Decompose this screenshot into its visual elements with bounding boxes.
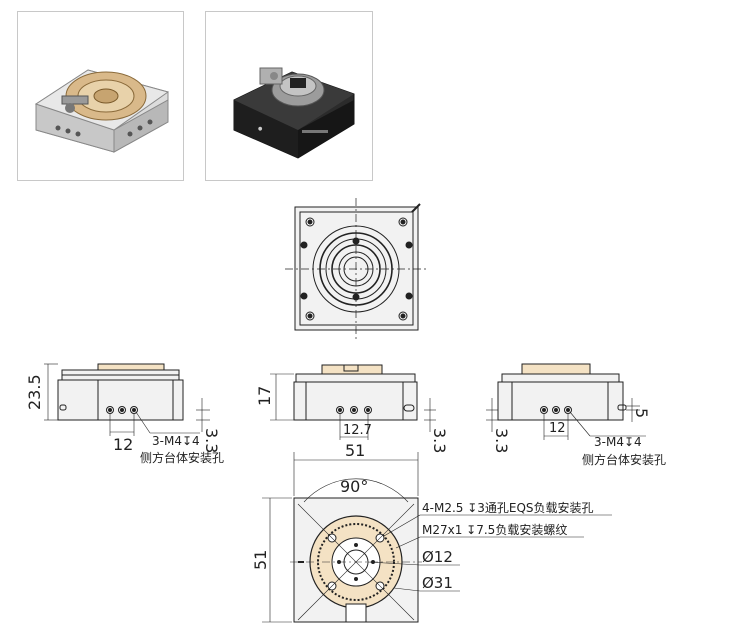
photo-product-top-view — [17, 11, 184, 181]
dim-right-hole-spacing: 12 — [549, 421, 566, 436]
svg-text:●: ● — [258, 126, 278, 132]
side-view-middle — [270, 364, 436, 440]
dim-bottom-width: 51 — [345, 441, 365, 460]
left-hole-spec: 3-M4↧4 — [152, 434, 200, 448]
dim-right-offset-left: 3.3 — [492, 428, 511, 453]
dim-diameter-large: Ø31 — [422, 574, 453, 592]
side-view-left — [44, 363, 210, 436]
dim-left-hole-spacing: 12 — [113, 435, 133, 454]
dim-right-offset-top: 5 — [632, 408, 651, 418]
side-view-right — [486, 363, 646, 440]
note-m27-thread: M27x1 ↧7.5负载安装螺纹 — [422, 522, 567, 537]
photo-top-view-illustration — [34, 69, 170, 153]
dim-bottom-angle: 90° — [340, 477, 368, 496]
photo-product-dark-housing: ● — [205, 11, 373, 181]
dim-mid-hole-offset: 3.3 — [430, 428, 449, 453]
dim-bottom-height: 51 — [251, 550, 270, 570]
right-hole-desc: 侧方台体安装孔 — [582, 452, 666, 467]
photo-dark-housing-illustration: ● — [233, 67, 355, 159]
left-hole-desc: 侧方台体安装孔 — [140, 450, 224, 465]
dim-diameter-small: Ø12 — [422, 548, 453, 566]
dim-mid-height: 17 — [255, 386, 274, 406]
dim-left-height: 23.5 — [25, 374, 44, 410]
bottom-view — [262, 452, 612, 623]
dim-left-hole-offset: 3.3 — [202, 428, 221, 453]
right-hole-spec: 3-M4↧4 — [594, 435, 642, 449]
note-eqs-holes: 4-M2.5 ↧3通孔EQS负载安装孔 — [422, 500, 594, 515]
top-view — [285, 198, 428, 340]
dim-mid-hole-spacing: 12.7 — [343, 423, 372, 438]
